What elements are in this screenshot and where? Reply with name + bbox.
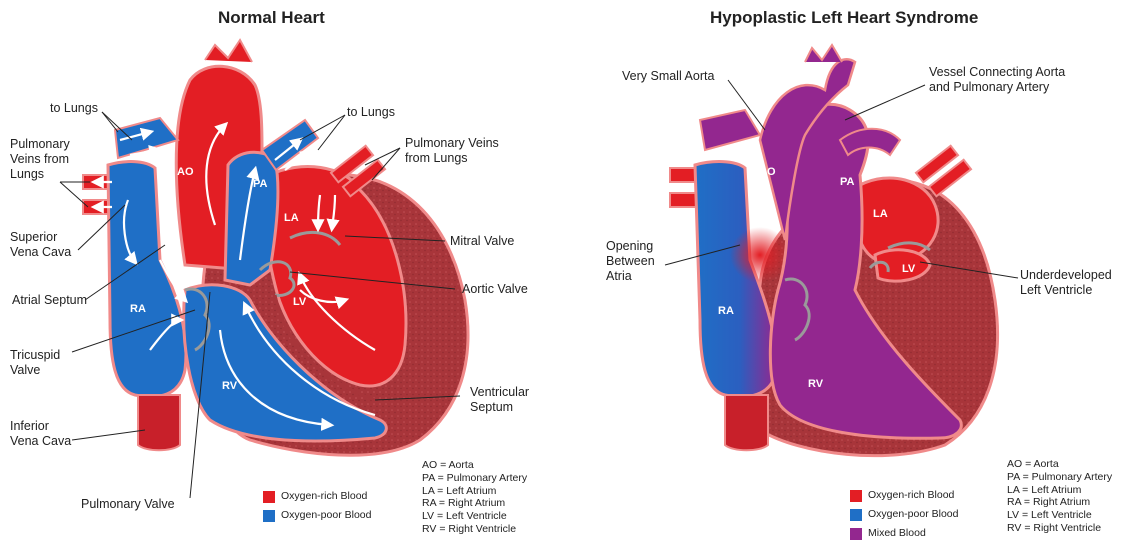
label-aortic-valve: Aortic Valve	[462, 282, 528, 297]
pulmonary-artery	[225, 152, 278, 285]
label-pa-hlhs: PA	[840, 176, 854, 188]
swatch-oxygen-rich	[263, 491, 275, 503]
swatch-oxygen-rich-hlhs	[850, 490, 862, 502]
abbr-rv-hlhs: RV = Right Ventricle	[1007, 522, 1112, 535]
legend-label-oxygen-poor-hlhs: Oxygen-poor Blood	[868, 505, 958, 524]
label-pulmonary-veins-left: Pulmonary Veins from Lungs	[10, 137, 70, 182]
legend-item-mixed-blood: Mixed Blood	[850, 524, 958, 543]
legend-item-oxygen-poor-hlhs: Oxygen-poor Blood	[850, 505, 958, 524]
label-superior-vena-cava: Superior Vena Cava	[10, 230, 71, 260]
label-vessel-connecting: Vessel Connecting Aorta and Pulmonary Ar…	[929, 65, 1065, 95]
label-rv-hlhs: RV	[808, 378, 823, 390]
label-lv: LV	[293, 296, 306, 308]
swatch-mixed-blood	[850, 528, 862, 540]
inferior-vena-cava-hlhs	[725, 395, 768, 450]
hlhs-heart	[665, 45, 1018, 456]
label-ra: RA	[130, 303, 146, 315]
label-ra-hlhs: RA	[718, 305, 734, 317]
legend-item-oxygen-poor: Oxygen-poor Blood	[263, 506, 371, 525]
label-to-lungs-right: to Lungs	[347, 105, 395, 120]
legend-label-mixed-blood: Mixed Blood	[868, 524, 926, 543]
label-pa: PA	[253, 178, 267, 190]
label-tricuspid-valve: Tricuspid Valve	[10, 348, 60, 378]
abbr-la: LA = Left Atrium	[422, 485, 527, 498]
abbr-ao-hlhs: AO = Aorta	[1007, 458, 1112, 471]
legend-label-oxygen-rich-hlhs: Oxygen-rich Blood	[868, 486, 954, 505]
abbr-ra: RA = Right Atrium	[422, 497, 527, 510]
label-lv-hlhs: LV	[902, 263, 915, 275]
abbr-ao: AO = Aorta	[422, 459, 527, 472]
abbr-ra-hlhs: RA = Right Atrium	[1007, 496, 1112, 509]
inferior-vena-cava	[138, 395, 180, 450]
legend-normal: Oxygen-rich Blood Oxygen-poor Blood	[263, 487, 371, 525]
label-mitral-valve: Mitral Valve	[450, 234, 514, 249]
label-very-small-aorta: Very Small Aorta	[622, 69, 714, 84]
label-ao-hlhs: AO	[759, 166, 776, 178]
abbr-la-hlhs: LA = Left Atrium	[1007, 484, 1112, 497]
legend-hlhs: Oxygen-rich Blood Oxygen-poor Blood Mixe…	[850, 486, 958, 543]
legend-item-oxygen-rich-hlhs: Oxygen-rich Blood	[850, 486, 958, 505]
abbr-pa-hlhs: PA = Pulmonary Artery	[1007, 471, 1112, 484]
label-underdeveloped-lv: Underdeveloped Left Ventricle	[1020, 268, 1112, 298]
pulmonary-artery-right-branch	[262, 120, 318, 170]
swatch-oxygen-poor-hlhs	[850, 509, 862, 521]
label-to-lungs-left: to Lungs	[50, 101, 98, 116]
label-ventricular-septum: Ventricular Septum	[470, 385, 529, 415]
label-rv: RV	[222, 380, 237, 392]
label-la: LA	[284, 212, 299, 224]
abbr-lv-hlhs: LV = Left Ventricle	[1007, 509, 1112, 522]
label-la-hlhs: LA	[873, 208, 888, 220]
label-inferior-vena-cava: Inferior Vena Cava	[10, 419, 71, 449]
label-atrial-septum: Atrial Septum	[12, 293, 87, 308]
right-atrium	[108, 162, 186, 397]
label-opening-between-atria: Opening Between Atria	[606, 239, 655, 284]
label-pulmonary-valve: Pulmonary Valve	[81, 497, 175, 512]
abbr-lv: LV = Left Ventricle	[422, 510, 527, 523]
abbreviation-list-hlhs: AO = Aorta PA = Pulmonary Artery LA = Le…	[1007, 458, 1112, 535]
swatch-oxygen-poor	[263, 510, 275, 522]
legend-label-oxygen-rich: Oxygen-rich Blood	[281, 487, 367, 506]
label-pulmonary-veins-right: Pulmonary Veins from Lungs	[405, 136, 499, 166]
abbr-rv: RV = Right Ventricle	[422, 523, 527, 536]
abbreviation-list-normal: AO = Aorta PA = Pulmonary Artery LA = Le…	[422, 459, 527, 536]
legend-item-oxygen-rich: Oxygen-rich Blood	[263, 487, 371, 506]
normal-heart	[60, 40, 468, 498]
legend-label-oxygen-poor: Oxygen-poor Blood	[281, 506, 371, 525]
abbr-pa: PA = Pulmonary Artery	[422, 472, 527, 485]
label-ao: AO	[177, 166, 194, 178]
